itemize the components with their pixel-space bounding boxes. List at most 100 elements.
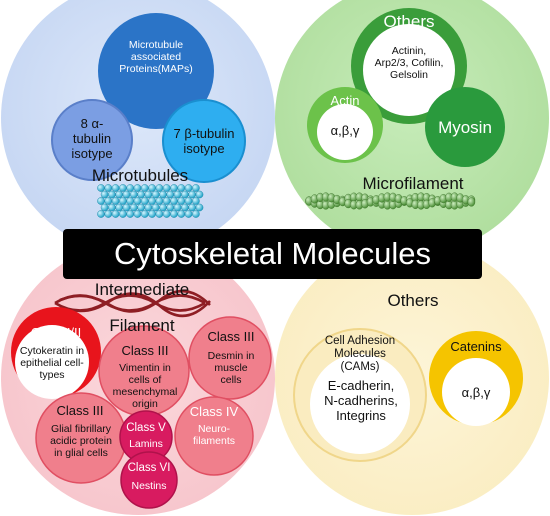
tubulin-dimer — [111, 210, 120, 218]
class-6-body: Nestins — [131, 480, 167, 492]
tubulin-dimer — [170, 210, 178, 218]
tubulin-dimer — [97, 210, 105, 218]
others-green-items: Actinin,Arp2/3, Cofilin,Gelsolin — [374, 45, 444, 82]
filament-label: Filament — [109, 316, 175, 335]
tubulin-dimer — [151, 190, 160, 199]
myosin-circle — [425, 87, 505, 167]
tubulin-dimer — [162, 210, 171, 218]
tubulin-dimer — [144, 190, 153, 199]
tubulin-dimer — [181, 203, 189, 212]
tubulin-dimer — [137, 190, 145, 199]
tubulin-dimer — [140, 210, 149, 218]
microfilament-illustration — [305, 192, 476, 210]
class-5-body: Lamins — [129, 438, 163, 450]
class-4-body: Neuro-filaments — [192, 423, 235, 448]
tubulin-dimer — [126, 210, 134, 218]
cams-inner-circle — [310, 354, 410, 454]
microfilament-circle — [275, 0, 549, 255]
tubulin-dimer — [162, 197, 171, 205]
tubulin-dimer — [111, 197, 120, 205]
tubulin-dimer — [133, 197, 142, 205]
tubulin-dimer — [108, 203, 116, 212]
others-inner-circle — [363, 24, 455, 116]
beta-tubulin-circle — [162, 99, 246, 183]
microtubules-label: Microtubules — [91, 166, 189, 185]
tubulin-dimer — [108, 190, 116, 199]
tubulin-dimer — [166, 190, 175, 199]
maps-circle — [98, 13, 214, 129]
microtubule-illustration — [97, 184, 204, 218]
tubulin-dimer — [170, 197, 178, 205]
others-label: Others — [387, 291, 439, 310]
class-1-2-title: Class I/II — [30, 325, 82, 340]
class-3-desmin-circle — [188, 316, 272, 400]
tubulin-dimer — [119, 197, 127, 205]
intermediate-label: Intermediate — [94, 280, 190, 299]
tubulin-dimer — [122, 203, 131, 212]
tubulin-dimer — [144, 203, 153, 212]
tubulin-dimer — [188, 190, 196, 199]
tubulin-dimer — [115, 203, 123, 212]
class-3-vimentin-title: Class III — [121, 343, 169, 358]
tubulin-dimer — [188, 203, 196, 212]
tubulin-dimer — [159, 203, 167, 212]
class-6-title: Class VI — [127, 462, 171, 474]
tubulin-dimer — [181, 190, 189, 199]
class-4-title: Class IV — [189, 404, 239, 419]
tubulin-dimer — [173, 190, 182, 199]
tubulin-dimer — [100, 190, 109, 199]
myosin-label: Myosin — [438, 118, 492, 137]
tubulin-dimer — [155, 210, 164, 218]
tubulin-dimer — [173, 203, 182, 212]
others-green-title: Others — [383, 12, 435, 31]
tubulin-dimer — [115, 190, 123, 199]
tubulin-dimer — [184, 210, 193, 218]
tubulin-dimer — [126, 197, 134, 205]
actin-inner-circle — [317, 104, 373, 160]
tubulin-dimer — [122, 190, 131, 199]
catenins-inner-circle — [442, 358, 510, 426]
tubulin-dimer — [104, 197, 113, 205]
tubulin-dimer — [129, 190, 138, 199]
actin-subtypes: α,β,γ — [330, 123, 360, 138]
microfilament-label: Microfilament — [362, 174, 464, 193]
tubulin-dimer — [151, 203, 160, 212]
tubulin-dimer — [137, 203, 145, 212]
title-banner: Cytoskeletal Molecules — [63, 229, 482, 279]
tubulin-dimer — [140, 197, 149, 205]
tubulin-dimer — [148, 210, 156, 218]
tubulin-dimer — [184, 197, 193, 205]
tubulin-dimer — [97, 197, 105, 205]
tubulin-dimer — [148, 197, 156, 205]
tubulin-dimer — [133, 210, 142, 218]
tubulin-dimer — [177, 197, 186, 205]
tubulin-dimer — [159, 190, 167, 199]
class-5-title: Class V — [126, 422, 166, 434]
catenins-subtypes: α,β,γ — [461, 385, 491, 400]
tubulin-dimer — [104, 210, 113, 218]
class-6-circle — [120, 451, 178, 509]
class-3-desmin-title: Class III — [207, 329, 255, 344]
class-1-2-inner — [15, 325, 89, 399]
tubulin-dimer — [192, 184, 200, 192]
tubulin-dimer — [195, 203, 204, 212]
tubulin-dimer — [192, 197, 200, 205]
tubulin-dimer — [192, 210, 200, 218]
intermediate-filament-illustration — [54, 289, 211, 318]
tubulin-dimer — [195, 190, 204, 199]
actin-title: Actin — [330, 93, 360, 108]
cams-items: E-cadherin,N-cadherins,Integrins — [324, 378, 398, 423]
alpha-tubulin-circle — [51, 99, 133, 181]
tubulin-dimer — [100, 203, 109, 212]
class-3-gfap-title: Class III — [56, 403, 104, 418]
class-4-circle — [174, 396, 254, 476]
tubulin-dimer — [155, 197, 164, 205]
